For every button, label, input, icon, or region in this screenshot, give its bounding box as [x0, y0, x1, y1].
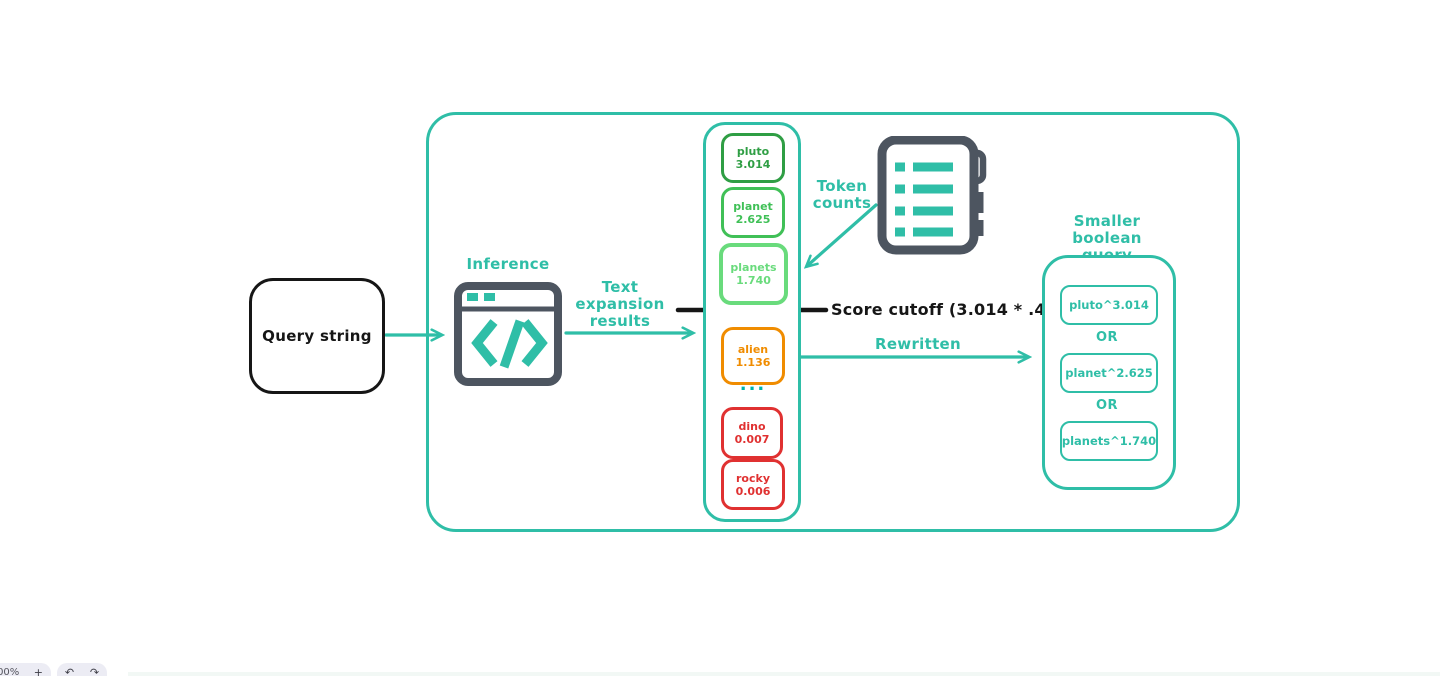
token-term: alien: [737, 343, 769, 356]
token-box-dino: dino 0.007: [721, 407, 783, 459]
clause-text: planet^2.625: [1065, 366, 1153, 380]
token-box-rocky: rocky 0.006: [721, 459, 785, 510]
text-expansion-label: Text expansion results: [575, 278, 665, 330]
undo-icon[interactable]: ↶: [64, 666, 75, 676]
page-edge-strip: [128, 672, 1440, 676]
zoom-level[interactable]: 100%: [0, 667, 20, 676]
token-box-planets: planets 1.740: [719, 243, 788, 305]
pipeline-container: [426, 112, 1240, 532]
clause-box-planets: planets^1.740: [1060, 421, 1158, 461]
rewritten-label: Rewritten: [874, 335, 961, 353]
token-score: 1.136: [735, 356, 771, 369]
token-score: 2.625: [735, 212, 771, 226]
zoom-controls: − 100% +: [0, 663, 51, 676]
token-box-alien: alien 1.136: [721, 327, 785, 385]
clause-box-pluto: pluto^3.014: [1060, 285, 1158, 325]
clause-box-planet: planet^2.625: [1060, 353, 1158, 393]
score-cutoff-label: Score cutoff (3.014 * .4): [831, 300, 1054, 319]
history-controls: ↶ ↷: [57, 663, 107, 676]
token-score: 1.740: [736, 274, 771, 287]
token-term: pluto: [736, 145, 770, 158]
token-counts-label: Token counts: [812, 177, 872, 212]
token-score: 3.014: [735, 158, 771, 171]
code-window-icon: [454, 282, 562, 386]
query-string-box: Query string: [249, 278, 385, 394]
query-string-label: Query string: [262, 327, 372, 345]
inference-label: Inference: [466, 255, 550, 273]
token-term: planet: [733, 199, 773, 213]
token-term: dino: [738, 420, 766, 433]
redo-icon[interactable]: ↷: [89, 666, 100, 676]
token-box-planet: planet 2.625: [721, 187, 785, 238]
token-ellipsis: ...: [739, 374, 767, 395]
token-term: planets: [730, 261, 777, 274]
token-score: 0.007: [734, 433, 770, 446]
notebook-list-icon: [877, 136, 987, 255]
or-operator: OR: [1095, 398, 1119, 413]
token-box-pluto: pluto 3.014: [721, 133, 785, 183]
clause-text: planets^1.740: [1061, 434, 1157, 448]
token-score: 0.006: [735, 484, 771, 498]
zoom-in-button[interactable]: +: [33, 666, 43, 676]
token-term: rocky: [736, 471, 770, 485]
or-operator: OR: [1095, 330, 1119, 345]
clause-text: pluto^3.014: [1069, 298, 1149, 312]
